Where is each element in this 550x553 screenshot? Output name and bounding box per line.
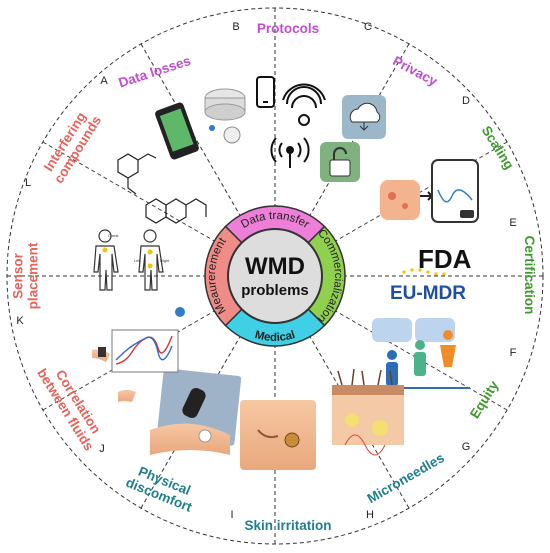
- center-subtitle: problems: [241, 282, 309, 299]
- fda-logo: FDA: [418, 244, 472, 274]
- data-analysis-icon: [380, 159, 479, 223]
- segment-label-correlation-between-fluids: Correlationbetween fluids: [34, 358, 109, 453]
- phone-sensor-icon: [155, 88, 246, 160]
- segment-label-microneedles: Microneedles: [365, 450, 447, 506]
- skin-patch-icon: [240, 400, 316, 470]
- segment-letter-d: D: [462, 95, 470, 107]
- segment-letter-f: F: [510, 347, 517, 359]
- segment-letter-h: H: [366, 509, 374, 521]
- segment-label-privacy: Privacy: [390, 53, 440, 89]
- body-outline-icon: [93, 229, 164, 291]
- skin-layers-icon: [332, 368, 404, 456]
- segment-letter-b: B: [232, 21, 239, 33]
- graph-wrist-icon: [92, 307, 185, 402]
- molecule-icon: [117, 153, 207, 224]
- segment-label-protocols: Protocols: [257, 21, 319, 36]
- eumdr-logo: EU-MDR: [390, 283, 466, 304]
- segment-label-certification: Certification: [522, 236, 537, 315]
- segment-letter-k: K: [16, 315, 24, 327]
- segment-letter-e: E: [509, 217, 516, 229]
- category-ring: [204, 205, 346, 347]
- segment-divider: [42, 141, 217, 243]
- segment-label-equity: Equity: [467, 378, 502, 421]
- plot-label-left: Left: [134, 258, 142, 263]
- segment-divider: [333, 141, 508, 243]
- segment-letter-c: C: [364, 21, 372, 33]
- wireless-icon: [256, 76, 326, 168]
- center-title: WMD: [245, 253, 305, 280]
- cloud-lock-icon: [320, 95, 386, 182]
- segment-label-interfering-compounds: Interferingcompounds: [38, 105, 104, 186]
- category-label-medical: Medical: [254, 329, 297, 344]
- segment-letter-j: J: [99, 443, 105, 455]
- equity-people-icon: [372, 318, 470, 389]
- segment-label-data-losses: Data losses: [117, 53, 193, 90]
- arm-device-icon: [150, 368, 242, 455]
- segment-letter-i: I: [230, 509, 233, 521]
- segment-letter-g: G: [462, 441, 471, 453]
- segment-label-skin-irritation: Skin irritation: [244, 518, 331, 533]
- segment-label-scaling: Scaling: [479, 123, 517, 172]
- segment-letter-l: L: [25, 177, 31, 189]
- segment-label-physical-discomfort: Physicaldiscomfort: [124, 461, 200, 515]
- segment-letter-a: A: [100, 75, 108, 87]
- segment-label-sensor-placement: Sensorplacement: [11, 242, 41, 309]
- center-disc: [227, 228, 323, 324]
- plot-label-right: Right: [160, 258, 170, 263]
- fda-eumdr-icon: FDA EU-MDR: [390, 244, 472, 304]
- plot-label-chest: Chest: [108, 233, 119, 238]
